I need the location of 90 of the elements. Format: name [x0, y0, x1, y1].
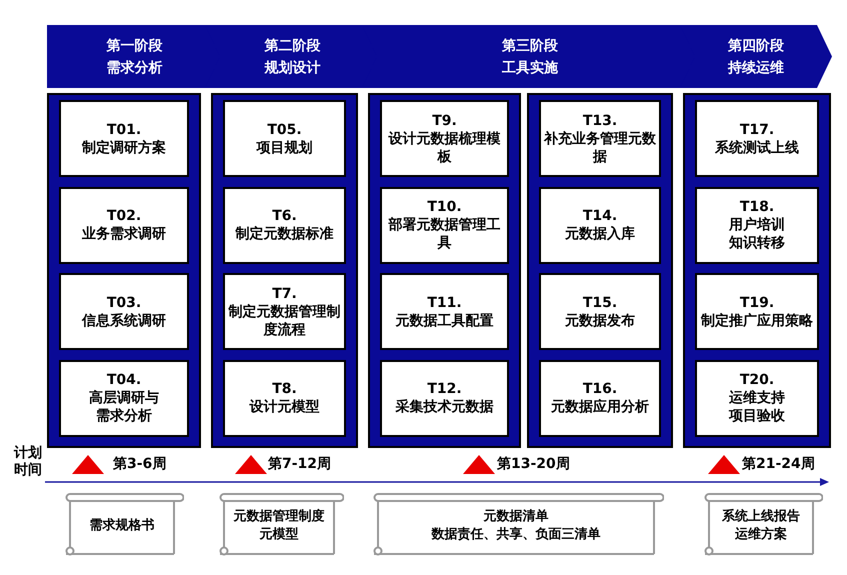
column-panel [47, 93, 201, 448]
task-text: 需求分析 [96, 407, 152, 425]
task-number: T03. [106, 294, 142, 312]
task-box [695, 186, 819, 264]
deliverable-text: 元数据清单 [484, 508, 548, 526]
deliverable-text: 元数据管理制度 [234, 508, 324, 526]
phase-title: 第三阶段 [502, 36, 558, 56]
task-box [59, 360, 189, 436]
task-text: 高层调研与 [89, 389, 159, 407]
task-text: 信息系统调研 [82, 312, 166, 330]
phase-subtitle: 工具实施 [502, 58, 558, 78]
task-number: T14. [582, 207, 618, 225]
task-box [695, 100, 819, 177]
task-box [380, 186, 509, 264]
task-box [380, 360, 509, 436]
axis-label: 计划时间 [14, 445, 43, 479]
task-text: 元数据工具配置 [396, 312, 494, 330]
task-text: 用户培训 [729, 216, 785, 234]
deliverable-text: 元模型 [260, 526, 298, 544]
task-number: T16. [582, 380, 618, 398]
task-text: 制定元数据管理制度流程 [228, 302, 341, 338]
task-box [539, 273, 661, 350]
task-box [380, 100, 509, 177]
task-text: 元数据发布 [565, 312, 635, 330]
task-box [539, 360, 661, 436]
task-box [223, 273, 346, 350]
phase-subtitle: 需求分析 [106, 58, 162, 78]
task-text: 制定调研方案 [82, 138, 166, 156]
task-box [223, 100, 346, 177]
task-box [695, 273, 819, 350]
task-box [539, 100, 661, 177]
phase-title: 第一阶段 [106, 36, 162, 56]
phase-header [47, 25, 222, 88]
column-panel [683, 93, 831, 448]
deliverable-text: 系统上线报告 [722, 508, 800, 526]
task-text: 业务需求调研 [82, 225, 166, 243]
deliverable-text: 运维方案 [735, 526, 787, 544]
task-text: 设计元数据梳理模板 [387, 130, 502, 166]
task-text: 元数据入库 [565, 225, 635, 243]
task-text: 制定元数据标准 [236, 225, 334, 243]
phase-subtitle: 规划设计 [264, 58, 320, 78]
task-box [223, 186, 346, 264]
task-number: T02. [106, 207, 142, 225]
task-number: T04. [106, 371, 142, 389]
task-box [539, 186, 661, 264]
task-text: 项目规划 [256, 138, 312, 156]
task-text: 部署元数据管理工具 [387, 216, 502, 252]
task-text: 元数据应用分析 [551, 398, 649, 416]
task-number: T18. [740, 198, 774, 216]
task-text: 设计元模型 [250, 398, 320, 416]
phase-title: 第四阶段 [728, 36, 784, 56]
task-text: 运维支持 [729, 389, 785, 407]
task-number: T9. [432, 112, 457, 130]
task-text: 项目验收 [729, 407, 785, 425]
task-box [223, 360, 346, 436]
task-text: 知识转移 [729, 234, 785, 252]
task-number: T17. [740, 120, 774, 138]
week-range: 第3-6周 [113, 455, 166, 473]
phase-subtitle: 持续运维 [728, 58, 784, 78]
week-range: 第13-20周 [497, 455, 570, 473]
task-number: T11. [427, 294, 462, 312]
task-number: T20. [740, 371, 774, 389]
task-box [380, 273, 509, 350]
task-number: T12. [427, 380, 462, 398]
week-range: 第21-24周 [742, 455, 815, 473]
task-number: T13. [582, 112, 618, 130]
task-text: 系统测试上线 [715, 138, 799, 156]
task-number: T01. [106, 120, 142, 138]
task-number: T15. [582, 294, 618, 312]
task-text: 采集技术元数据 [396, 398, 494, 416]
task-text: 补充业务管理元数据 [544, 130, 656, 166]
task-number: T05. [267, 120, 302, 138]
task-box [59, 186, 189, 264]
task-box [695, 360, 819, 436]
task-number: T6. [272, 207, 297, 225]
deliverable-text: 数据责任、共享、负面三清单 [432, 526, 600, 544]
week-range: 第7-12周 [268, 455, 332, 473]
column-panel [527, 93, 673, 448]
task-box [59, 100, 189, 177]
task-box [59, 273, 189, 350]
phase-header [680, 25, 832, 88]
deliverable-text: 需求规格书 [90, 517, 154, 535]
task-number: T10. [427, 198, 462, 216]
column-panel [211, 93, 358, 448]
phase-title: 第二阶段 [264, 36, 320, 56]
task-number: T8. [272, 380, 297, 398]
column-panel [368, 93, 521, 448]
task-number: T19. [740, 294, 774, 312]
task-text: 制定推广应用策略 [701, 312, 813, 330]
task-number: T7. [272, 284, 297, 302]
